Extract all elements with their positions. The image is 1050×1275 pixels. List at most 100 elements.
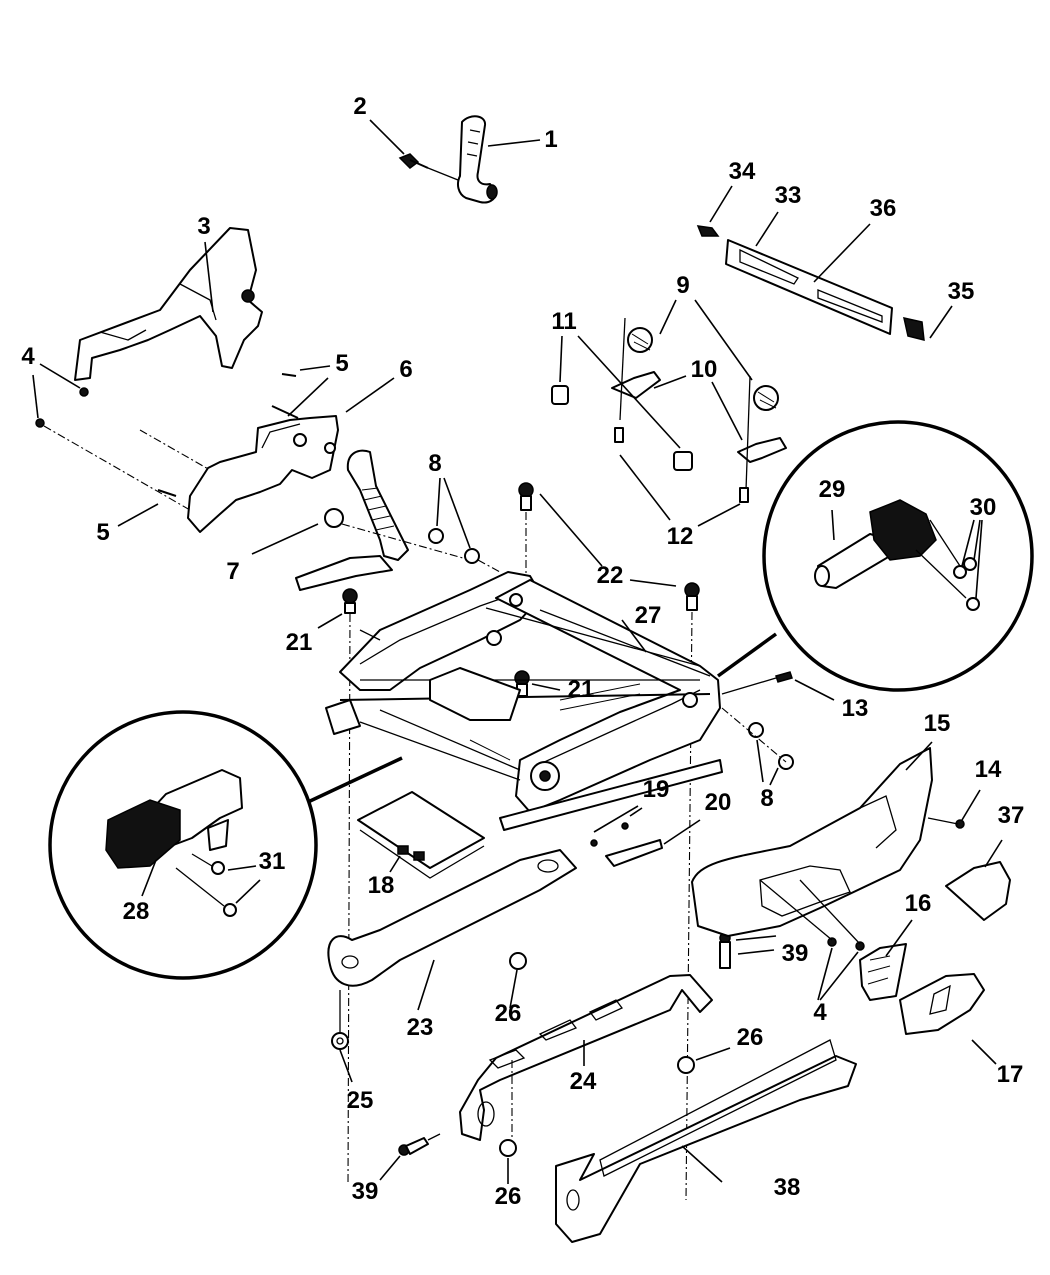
bolt-39a-part xyxy=(398,1137,429,1156)
cap-11b-part xyxy=(673,451,693,471)
screw-35-part xyxy=(903,317,925,341)
detail-circle-motor-28 xyxy=(48,710,318,980)
nut-8a-part xyxy=(428,528,444,544)
screw-30c-part xyxy=(966,597,980,611)
callout-2: 2 xyxy=(353,93,367,120)
screw-19a-part xyxy=(590,839,598,847)
callout-14: 14 xyxy=(974,756,1002,783)
cover-cap-37-part xyxy=(945,861,1011,921)
screw-5c-part xyxy=(157,489,177,497)
handle-screw-part xyxy=(398,153,429,169)
callout-5a: 5 xyxy=(335,350,349,377)
power-seat-track-frame-part xyxy=(325,571,723,831)
callout-8b: 8 xyxy=(760,785,774,812)
nut-26a-part xyxy=(509,952,527,970)
callout-13: 13 xyxy=(841,695,869,722)
screw-4a-part xyxy=(79,387,89,397)
callout-30: 30 xyxy=(969,494,997,521)
inboard-shield-bracket-part xyxy=(187,415,339,533)
screw-12a-part xyxy=(614,427,624,443)
rear-support-bar-23-part xyxy=(327,849,577,987)
callout-29: 29 xyxy=(818,476,846,503)
callout-23: 23 xyxy=(406,1014,434,1041)
callout-34: 34 xyxy=(728,158,756,185)
callout-17: 17 xyxy=(996,1061,1024,1088)
callout-6: 6 xyxy=(399,356,413,383)
callout-4a: 4 xyxy=(21,343,35,370)
callout-24: 24 xyxy=(569,1068,597,1095)
callout-21b: 21 xyxy=(567,676,595,703)
callout-33: 33 xyxy=(774,182,802,209)
callout-11: 11 xyxy=(551,308,577,335)
callout-35: 35 xyxy=(947,278,975,305)
callout-10: 10 xyxy=(690,356,718,383)
nut-8c-part xyxy=(748,722,764,738)
callout-4c: 4 xyxy=(813,999,827,1026)
bolt-22b-part xyxy=(684,582,700,611)
track-cover-38-part xyxy=(555,1039,857,1243)
callout-16: 16 xyxy=(904,890,932,917)
screw-5b-part xyxy=(271,405,299,419)
callout-21a: 21 xyxy=(285,629,313,656)
seat-motor-28-part xyxy=(105,769,243,869)
bolt-21a-part xyxy=(342,588,358,614)
callout-37: 37 xyxy=(997,802,1025,829)
screw-4c-part xyxy=(827,937,837,947)
recliner-handle-part xyxy=(457,115,498,204)
screw-30b-part xyxy=(963,557,977,571)
screw-4d-part xyxy=(855,941,865,951)
callout-26c: 26 xyxy=(494,1183,522,1210)
screw-4b-part xyxy=(35,418,45,428)
front-support-bar-24-part xyxy=(459,974,713,1141)
callout-8a: 8 xyxy=(428,450,442,477)
callout-39a: 39 xyxy=(351,1178,379,1205)
callout-36: 36 xyxy=(869,195,897,222)
switch-knob-9a-part xyxy=(627,327,653,353)
nut-25-part xyxy=(331,1032,349,1050)
clip-10a-part xyxy=(611,371,661,399)
screw-5a-part xyxy=(281,373,297,377)
seat-belt-buckle-part xyxy=(295,449,409,591)
callout-22: 22 xyxy=(596,562,624,589)
cap-11a-part xyxy=(551,385,569,405)
bolt-22a-part xyxy=(518,482,534,511)
switch-knob-9b-part xyxy=(753,385,779,411)
callout-27: 27 xyxy=(634,602,662,629)
pin-13-part xyxy=(775,671,793,683)
callout-26a: 26 xyxy=(494,1000,522,1027)
outboard-shield-part xyxy=(74,227,263,381)
callout-39b: 39 xyxy=(781,940,809,967)
callout-15: 15 xyxy=(923,710,951,737)
bolt-39b-part xyxy=(719,932,731,969)
switch-bezel-part xyxy=(725,239,893,335)
callout-26b: 26 xyxy=(736,1024,764,1051)
callout-25: 25 xyxy=(346,1087,374,1114)
bracket-20-part xyxy=(605,839,663,867)
callout-28: 28 xyxy=(122,898,150,925)
callout-19: 19 xyxy=(642,776,670,803)
callout-31: 31 xyxy=(258,848,286,875)
seat-motor-29-part xyxy=(814,499,937,589)
callout-5b: 5 xyxy=(96,519,110,546)
callout-12: 12 xyxy=(666,523,694,550)
clip-10b-part xyxy=(737,437,787,463)
nut-26b-part xyxy=(677,1056,695,1074)
screw-31b-part xyxy=(223,903,237,917)
callout-3: 3 xyxy=(197,213,211,240)
callout-1: 1 xyxy=(544,126,558,153)
callout-7: 7 xyxy=(226,558,240,585)
callout-38: 38 xyxy=(773,1174,801,1201)
screw-19b-part xyxy=(621,822,629,830)
callout-9: 9 xyxy=(676,272,690,299)
detail-circle-motor-29 xyxy=(762,420,1034,692)
screw-31a-part xyxy=(211,861,225,875)
switch-bezel-17-part xyxy=(899,973,985,1035)
callout-20: 20 xyxy=(704,789,732,816)
screw-34-part xyxy=(696,225,720,237)
nut-8b-part xyxy=(464,548,480,564)
side-shield-15-part xyxy=(691,747,933,937)
seat-switch-16-part xyxy=(859,943,907,1001)
callout-18: 18 xyxy=(367,872,395,899)
nut-26c-part xyxy=(499,1139,517,1157)
